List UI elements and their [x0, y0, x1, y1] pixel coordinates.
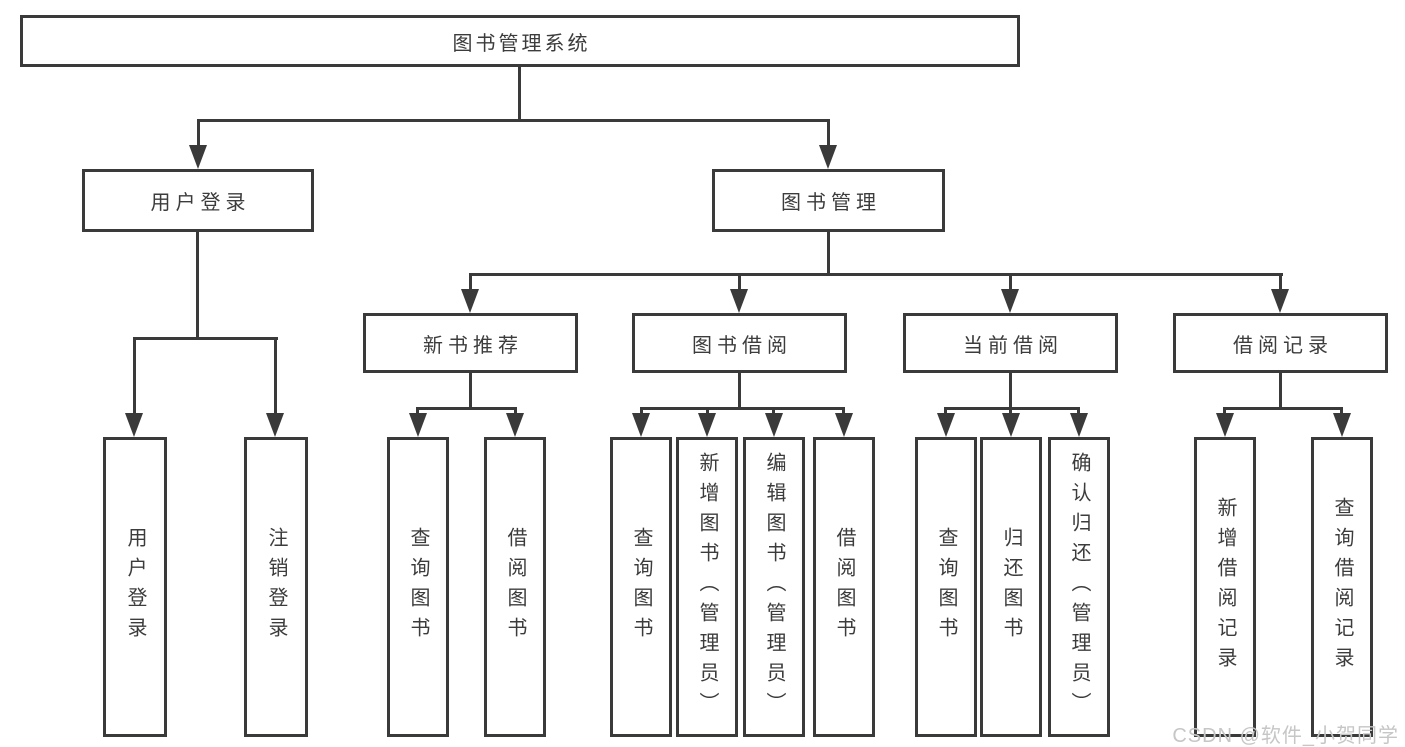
leaf-label: 归还图书 — [1000, 527, 1022, 647]
connector-line — [738, 370, 741, 410]
leaf-label: 查询图书 — [630, 527, 652, 647]
connector-line — [944, 407, 1080, 410]
leaf-label: 查询图书 — [407, 527, 429, 647]
connector-line — [827, 229, 830, 276]
leaf-borrow-books: 借阅图书 — [813, 437, 875, 737]
leaf-label: 新增图书（管理员） — [696, 452, 718, 722]
arrowhead-icon — [189, 145, 207, 169]
leaf-label: 借阅图书 — [833, 527, 855, 647]
connector-line — [469, 276, 472, 291]
arrowhead-icon — [1333, 413, 1351, 437]
arrowhead-icon — [698, 413, 716, 437]
connector-line — [274, 340, 277, 417]
node-book-borrow: 图书借阅 — [632, 313, 847, 373]
leaf-label: 查询借阅记录 — [1331, 497, 1353, 677]
connector-line — [1279, 276, 1282, 291]
connector-line — [196, 229, 199, 340]
leaf-logout: 注销登录 — [244, 437, 308, 737]
connector-line — [416, 407, 517, 410]
leaf-confirm-return-admin: 确认归还（管理员） — [1048, 437, 1110, 737]
connector-line — [518, 64, 521, 122]
arrowhead-icon — [125, 413, 143, 437]
arrowhead-icon — [1271, 289, 1289, 313]
arrowhead-icon — [1216, 413, 1234, 437]
arrowhead-icon — [937, 413, 955, 437]
leaf-query-borrow-record: 查询借阅记录 — [1311, 437, 1373, 737]
leaf-add-borrow-record: 新增借阅记录 — [1194, 437, 1256, 737]
connector-line — [827, 122, 830, 148]
node-book-management: 图书管理 — [712, 169, 945, 232]
arrowhead-icon — [1002, 413, 1020, 437]
arrowhead-icon — [461, 289, 479, 313]
arrowhead-icon — [819, 145, 837, 169]
node-current-borrow: 当前借阅 — [903, 313, 1118, 373]
leaf-label: 查询图书 — [935, 527, 957, 647]
connector-line — [197, 122, 200, 148]
leaf-query-books-recommend: 查询图书 — [387, 437, 449, 737]
leaf-user-login: 用户登录 — [103, 437, 167, 737]
connector-line — [1279, 370, 1282, 410]
arrowhead-icon — [266, 413, 284, 437]
arrowhead-icon — [632, 413, 650, 437]
arrowhead-icon — [835, 413, 853, 437]
connector-line — [197, 119, 830, 122]
leaf-query-books-borrow: 查询图书 — [610, 437, 672, 737]
leaf-label: 新增借阅记录 — [1214, 497, 1236, 677]
arrowhead-icon — [506, 413, 524, 437]
arrowhead-icon — [765, 413, 783, 437]
leaf-borrow-books-recommend: 借阅图书 — [484, 437, 546, 737]
leaf-return-books: 归还图书 — [980, 437, 1042, 737]
connector-line — [1223, 407, 1343, 410]
arrowhead-icon — [1070, 413, 1088, 437]
connector-line — [133, 340, 136, 417]
connector-line — [640, 407, 845, 410]
leaf-label: 注销登录 — [265, 527, 287, 647]
leaf-add-book-admin: 新增图书（管理员） — [676, 437, 738, 737]
node-new-book-recommend: 新书推荐 — [363, 313, 578, 373]
arrowhead-icon — [730, 289, 748, 313]
arrowhead-icon — [1001, 289, 1019, 313]
leaf-edit-book-admin: 编辑图书（管理员） — [743, 437, 805, 737]
arrowhead-icon — [409, 413, 427, 437]
connector-line — [469, 370, 472, 410]
connector-line — [133, 337, 278, 340]
leaf-label: 借阅图书 — [504, 527, 526, 647]
csdn-watermark: CSDN @软件_小贺同学 — [1172, 725, 1399, 747]
connector-line — [469, 273, 1283, 276]
leaf-label: 用户登录 — [124, 527, 146, 647]
connector-line — [1009, 276, 1012, 291]
node-root: 图书管理系统 — [20, 15, 1020, 67]
leaf-label: 编辑图书（管理员） — [763, 452, 785, 722]
leaf-query-books-current: 查询图书 — [915, 437, 977, 737]
node-borrow-records: 借阅记录 — [1173, 313, 1388, 373]
leaf-label: 确认归还（管理员） — [1068, 452, 1090, 722]
connector-line — [738, 276, 741, 291]
node-user-login: 用户登录 — [82, 169, 314, 232]
connector-line — [1009, 370, 1012, 410]
